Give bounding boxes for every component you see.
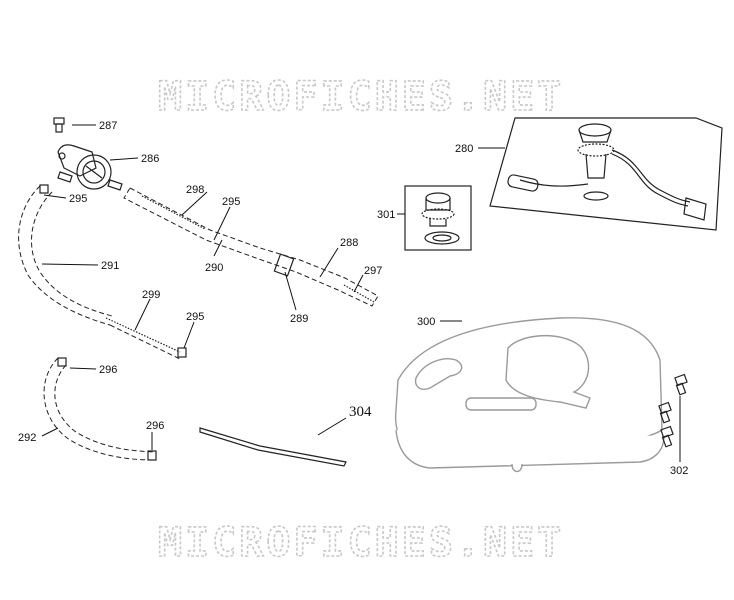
fuel-valve-286 <box>57 144 139 191</box>
callout-296-b: 296 <box>146 420 164 432</box>
callout-290: 290 <box>205 262 223 274</box>
fuel-sender-280 <box>478 117 723 231</box>
bolts-302 <box>658 373 688 462</box>
bolt-287 <box>53 117 96 133</box>
callout-288: 288 <box>340 237 358 249</box>
callout-280: 280 <box>455 143 473 155</box>
callout-297: 297 <box>364 265 382 277</box>
hose-291 <box>18 184 113 326</box>
callout-295-c: 295 <box>186 311 204 323</box>
callout-301: 301 <box>377 209 395 221</box>
callout-291: 291 <box>101 260 119 272</box>
callout-299: 299 <box>142 289 160 301</box>
fuel-tank-300 <box>394 317 665 473</box>
callout-300: 300 <box>417 316 435 328</box>
fuel-cap-301 <box>397 185 472 251</box>
callout-302: 302 <box>670 465 688 477</box>
callout-295-a: 295 <box>69 193 87 205</box>
callout-289: 289 <box>290 313 308 325</box>
callout-304: 304 <box>349 404 372 420</box>
callout-296-a: 296 <box>99 364 117 376</box>
callout-292: 292 <box>18 432 36 444</box>
hose-292 <box>41 357 157 461</box>
watermark-top: MICROFICHES.NET <box>158 74 564 120</box>
strip-304 <box>199 417 347 467</box>
hose-assembly-upper <box>123 187 379 311</box>
callout-287: 287 <box>99 120 117 132</box>
watermark-bottom: MICROFICHES.NET <box>158 520 564 566</box>
spring-299 <box>105 298 195 361</box>
callout-295-b: 295 <box>222 196 240 208</box>
callout-298: 298 <box>186 184 204 196</box>
callout-286: 286 <box>141 153 159 165</box>
